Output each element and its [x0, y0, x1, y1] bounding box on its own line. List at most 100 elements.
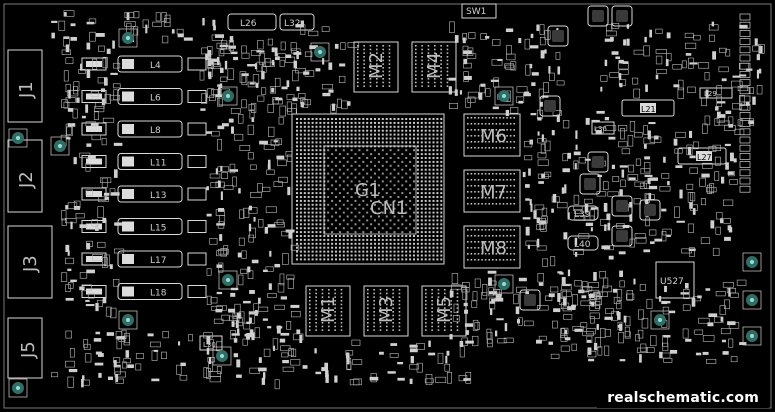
bga-ball — [366, 145, 369, 148]
top-inductor-l26[interactable]: L26 — [227, 13, 277, 31]
passive-pad — [219, 44, 229, 48]
bga-ball — [311, 129, 314, 132]
inductor-l4[interactable]: L4 — [81, 55, 207, 73]
chip-u527[interactable]: U527 — [655, 261, 695, 299]
bga-ball — [319, 133, 322, 136]
passive-outline — [712, 247, 720, 256]
memory-chip-m6[interactable]: M6 — [463, 113, 521, 157]
bga-ball — [405, 254, 408, 257]
top-inductor-l32[interactable]: L32 — [279, 13, 315, 31]
bga-ball — [370, 121, 373, 124]
passive-outline — [618, 69, 629, 75]
bga-ball — [354, 125, 357, 128]
memory-chip-m3[interactable]: M3 — [363, 285, 409, 337]
part-l21[interactable]: L21 — [621, 99, 675, 117]
bga-ball — [385, 223, 388, 226]
square-component[interactable] — [587, 151, 609, 173]
passive-pad — [217, 84, 222, 87]
part-l36[interactable]: L36 — [591, 121, 615, 135]
inductor-l8[interactable]: L8 — [81, 120, 207, 138]
square-component[interactable] — [611, 225, 633, 247]
gpu-bga[interactable] — [291, 113, 445, 265]
bga-ball — [303, 180, 306, 183]
memory-chip-m5[interactable]: M5 — [421, 285, 467, 337]
bga-ball — [303, 219, 306, 222]
square-component[interactable] — [519, 289, 541, 311]
square-component[interactable] — [547, 25, 569, 47]
bga-ball — [432, 172, 435, 175]
bga-ball — [428, 231, 431, 234]
passive-outline — [525, 240, 537, 246]
square-component[interactable] — [539, 95, 561, 117]
passive-pad — [557, 271, 563, 274]
passive-pad — [397, 361, 404, 365]
square-component[interactable] — [579, 173, 601, 195]
passive-outline — [715, 226, 721, 235]
inductor-l17[interactable]: L17 — [81, 250, 207, 268]
connector-j5[interactable]: J5 — [7, 317, 43, 379]
bga-ball — [307, 137, 310, 140]
passive-pad — [585, 117, 590, 125]
bga-ball — [377, 141, 380, 144]
memory-chip-m1[interactable]: M1 — [305, 285, 351, 337]
bga-ball — [416, 207, 419, 210]
square-component[interactable] — [611, 195, 633, 217]
bga-ball — [335, 180, 337, 183]
memory-chip-m8[interactable]: M8 — [463, 225, 521, 269]
bga-ball — [416, 160, 419, 163]
bga-ball — [397, 125, 400, 128]
inductor-l13[interactable]: L13 — [81, 185, 207, 203]
memory-chip-m7[interactable]: M7 — [463, 169, 521, 213]
bga-ball — [413, 133, 415, 136]
passive-pad — [522, 217, 531, 220]
bga-ball — [311, 153, 314, 156]
passive-outline — [89, 31, 96, 42]
part-l27[interactable]: L27 — [677, 147, 727, 165]
bga-ball — [299, 215, 302, 218]
bga-ball — [393, 129, 396, 132]
passive-outline — [541, 215, 548, 224]
passive-pad — [489, 301, 495, 304]
square-component[interactable] — [639, 199, 661, 221]
passive-outline — [241, 250, 247, 259]
connector-j1-label: J1 — [16, 81, 37, 99]
passive-pad — [80, 63, 83, 71]
bga-ball — [323, 227, 326, 230]
passive-outline — [161, 35, 169, 44]
square-component[interactable] — [587, 5, 609, 27]
test-point-marker — [494, 86, 514, 106]
part-l40[interactable]: L40 — [567, 235, 599, 251]
passive-outline — [604, 345, 610, 356]
passive-outline — [706, 187, 717, 193]
connector-j2[interactable]: J2 — [7, 139, 43, 213]
passive-outline — [247, 152, 254, 160]
part-l29[interactable]: L29 — [699, 87, 733, 99]
bga-ball — [296, 137, 298, 140]
bga-ball — [354, 121, 357, 124]
connector-j1[interactable]: J1 — [7, 49, 43, 123]
memory-chip-m2[interactable]: M2 — [353, 41, 399, 93]
passive-outline — [279, 105, 287, 117]
switch-sw1[interactable]: SW1 — [461, 3, 497, 19]
bga-ball — [440, 258, 443, 261]
passive-outline — [248, 312, 256, 324]
bga-ball — [389, 164, 392, 167]
bga-ball — [405, 118, 408, 120]
square-component[interactable] — [611, 5, 633, 27]
switch-sw1-label: SW1 — [466, 7, 486, 17]
bga-ball — [311, 192, 314, 195]
inductor-l15[interactable]: L15 — [81, 218, 207, 235]
memory-chip-m4[interactable]: M4 — [411, 41, 457, 93]
inductor-l18[interactable]: L18 — [81, 283, 207, 300]
bga-ball — [335, 250, 337, 253]
bga-ball — [358, 157, 361, 159]
passive-outline — [656, 69, 667, 74]
bga-ball — [342, 246, 345, 249]
inductor-l6[interactable]: L6 — [81, 88, 207, 105]
inductor-l11[interactable]: L11 — [81, 153, 207, 170]
bga-ball — [393, 231, 396, 234]
bga-ball — [397, 141, 400, 144]
connector-j3[interactable]: J3 — [7, 225, 53, 299]
bga-ball — [428, 180, 431, 183]
